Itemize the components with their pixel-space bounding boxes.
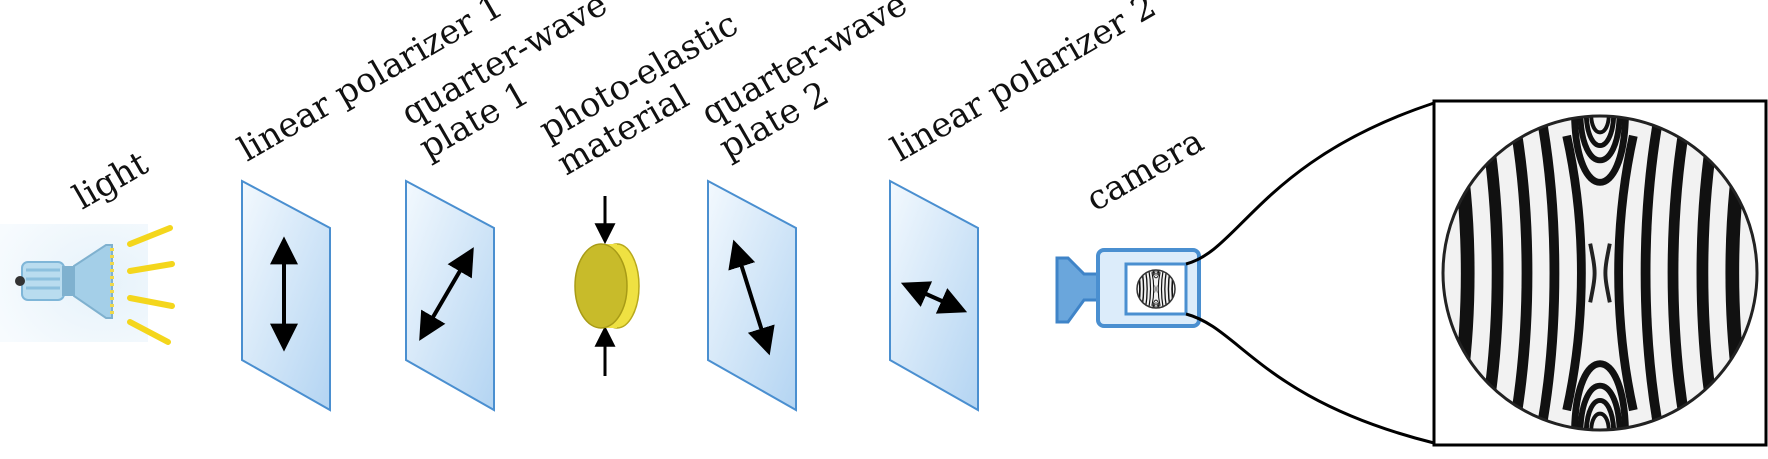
polarization-axis-arrow — [900, 281, 968, 314]
linear-polarizer-1 — [241, 179, 331, 412]
label-linear-polarizer-2: linear polarizer 2 — [885, 0, 1163, 170]
light-rays — [127, 225, 175, 345]
quarter-wave-plate-2 — [707, 179, 797, 412]
fast-axis-arrow — [419, 247, 474, 341]
zoom-connector-bottom — [1185, 312, 1435, 445]
label-light: light — [67, 143, 156, 217]
linear-polarizer-2 — [889, 179, 979, 412]
fast-axis-arrow — [728, 239, 775, 356]
zoom-connector-top — [1185, 101, 1435, 266]
light-source — [0, 224, 175, 345]
photo-elastic-material — [574, 196, 640, 376]
photo-elastic-disc-icon — [574, 243, 640, 329]
quarter-wave-plate-1 — [405, 179, 495, 412]
camera-icon — [1055, 248, 1201, 328]
label-camera: camera — [1080, 121, 1211, 220]
fringe-disc-outline — [1441, 114, 1759, 432]
light-bulb-icon — [15, 244, 114, 319]
fringe-pattern-image — [1432, 99, 1768, 447]
